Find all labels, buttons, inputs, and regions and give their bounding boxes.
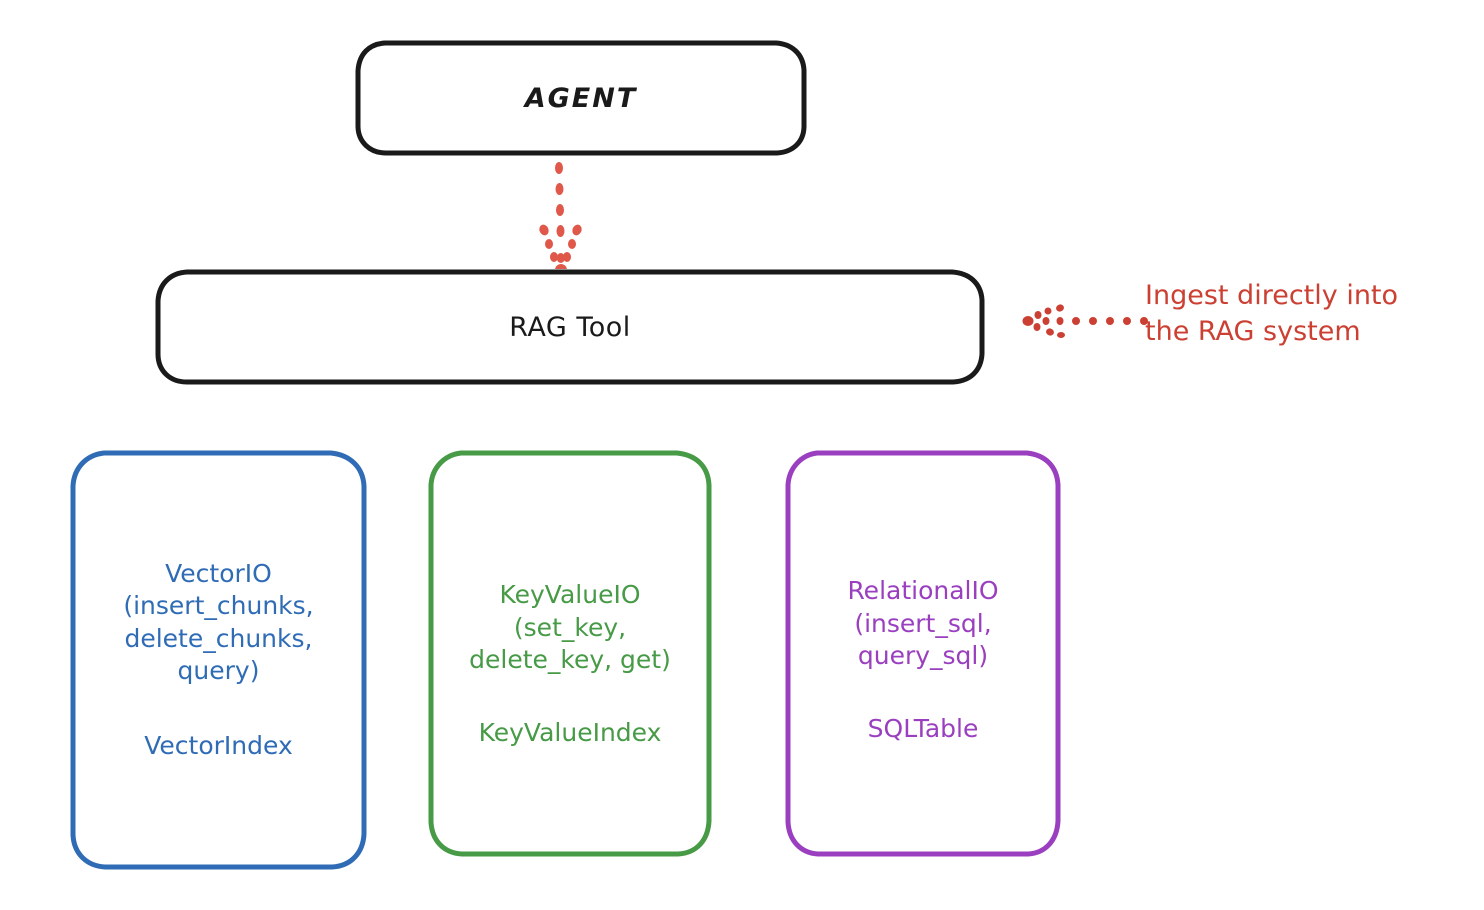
ingest-annotation-text: Ingest directly into the RAG system: [1145, 280, 1399, 348]
node-vector-io[interactable]: VectorIO (insert_chunks, delete_chunks, …: [70, 450, 367, 870]
key-value-io-subtitle: KeyValueIndex: [478, 717, 662, 747]
node-key-value-io[interactable]: KeyValueIO (set_key, delete_key, get) Ke…: [428, 450, 712, 857]
key-value-io-title: KeyValueIO (set_key, delete_key, get): [469, 580, 671, 674]
node-agent-label: AGENT: [524, 82, 638, 114]
node-relational-io[interactable]: RelationalIO (insert_sql, query_sql) SQL…: [785, 450, 1061, 857]
relational-io-subtitle: SQLTable: [867, 713, 979, 743]
node-rag-tool[interactable]: RAG Tool: [155, 269, 985, 385]
ingest-to-rag-tool-arrow-icon: [1022, 304, 1148, 338]
relational-io-title: RelationalIO (insert_sql, query_sql): [847, 576, 999, 670]
agent-to-rag-tool-arrow-icon: [539, 162, 582, 276]
node-agent[interactable]: AGENT: [355, 40, 807, 156]
vector-io-subtitle: VectorIndex: [144, 730, 293, 760]
node-rag-tool-label: RAG Tool: [509, 311, 631, 343]
vector-io-title: VectorIO (insert_chunks, delete_chunks, …: [123, 558, 314, 686]
